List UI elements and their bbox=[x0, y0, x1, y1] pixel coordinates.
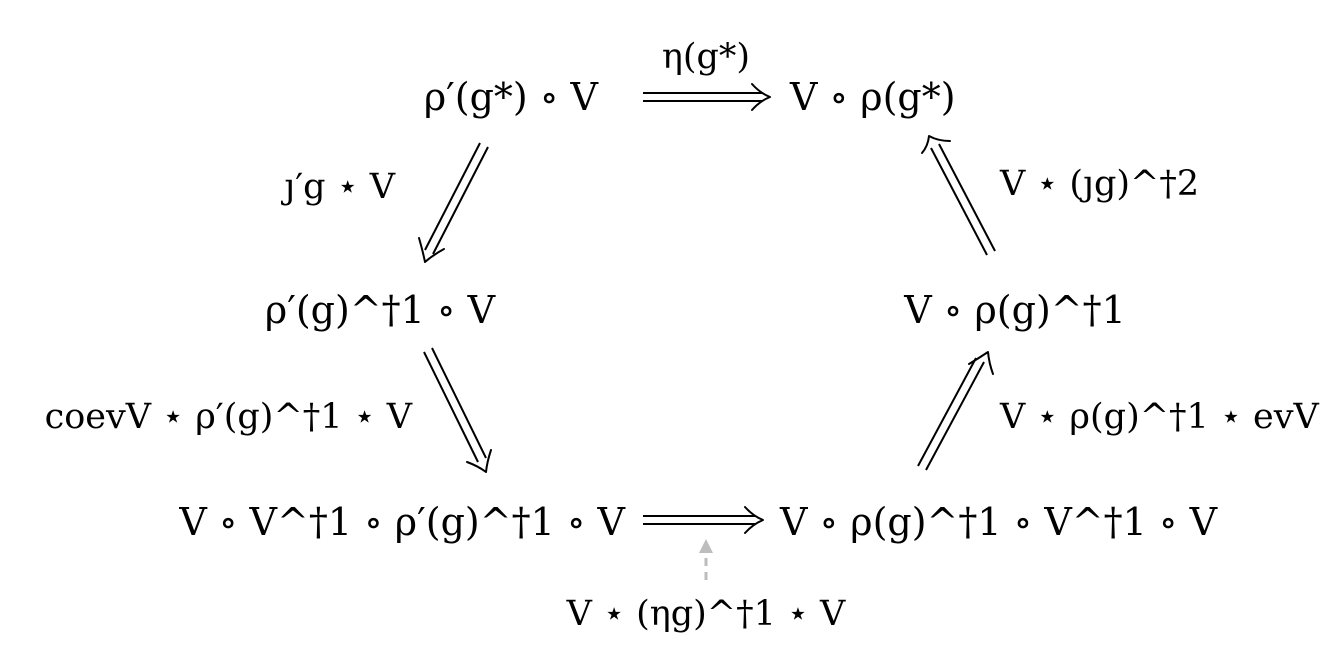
node-bottom-right: V ∘ ρ(g)^†1 ∘ V^†1 ∘ V bbox=[779, 500, 1218, 544]
node-mid-right: V ∘ ρ(g)^†1 bbox=[903, 288, 1126, 332]
arrow-j-prime bbox=[418, 142, 489, 263]
node-top-right: V ∘ ρ(g*) bbox=[789, 75, 956, 119]
arrow-j-dagger bbox=[921, 135, 996, 256]
label-eta-dagger: V ⋆ (ηg)^†1 ⋆ V bbox=[566, 594, 846, 634]
label-j-prime: ȷ′g ⋆ V bbox=[280, 167, 395, 207]
node-mid-left: ρ′(g)^†1 ∘ V bbox=[265, 288, 496, 332]
arrow-ev bbox=[917, 351, 994, 471]
node-bottom-left: V ∘ V^†1 ∘ ρ′(g)^†1 ∘ V bbox=[178, 500, 625, 544]
arrow-eta-dagger-dashed bbox=[699, 539, 713, 580]
arrow-bottom bbox=[643, 506, 764, 534]
label-eta: η(g*) bbox=[662, 37, 750, 77]
arrow-coev bbox=[423, 347, 492, 473]
label-j-dagger: V ⋆ (ȷg)^†2 bbox=[999, 164, 1199, 204]
label-ev: V ⋆ ρ(g)^†1 ⋆ evV bbox=[999, 397, 1319, 437]
node-top-left: ρ′(g*) ∘ V bbox=[424, 75, 599, 119]
arrow-eta bbox=[643, 83, 771, 111]
label-coev: coevV ⋆ ρ′(g)^†1 ⋆ V bbox=[45, 397, 413, 437]
